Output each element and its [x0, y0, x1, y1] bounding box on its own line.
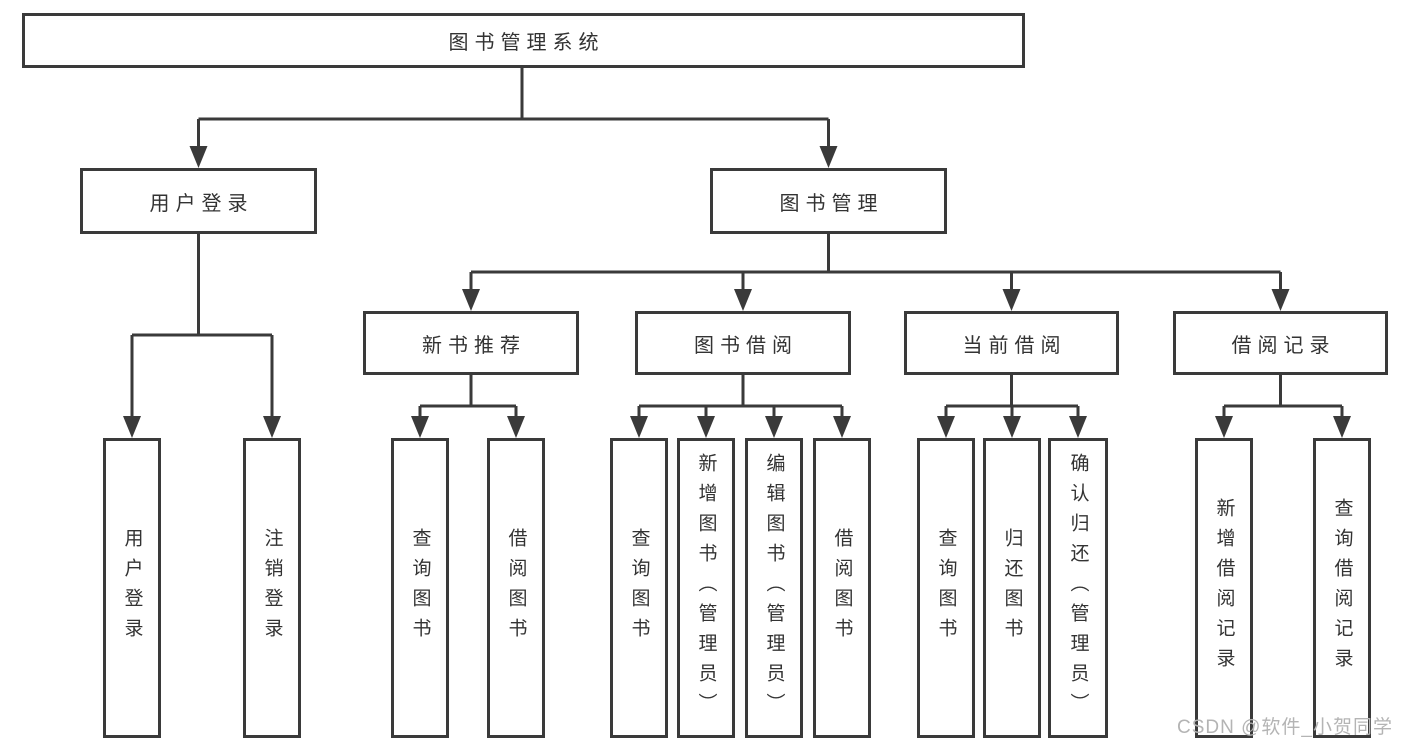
node-library-management-system: 图书管理系统 [22, 13, 1025, 68]
node-book-management: 图书管理 [710, 168, 947, 234]
leaf-borrow-book-recommend: 借阅图书 [487, 438, 545, 738]
leaf-label: 查询图书 [935, 528, 957, 648]
leaf-query-borrow-record: 查询借阅记录 [1313, 438, 1371, 738]
leaf-label: 查询借阅记录 [1331, 498, 1353, 678]
leaf-label: 注销登录 [261, 528, 283, 648]
node-label: 用户登录 [149, 192, 254, 215]
node-new-book-recommend: 新书推荐 [363, 311, 579, 375]
node-user-login: 用户登录 [80, 168, 317, 234]
leaf-borrow-book: 借阅图书 [813, 438, 871, 738]
csdn-watermark: CSDN @软件_小贺同学 [1177, 717, 1393, 738]
leaf-label: 查询图书 [409, 528, 431, 648]
node-current-borrow: 当前借阅 [904, 311, 1119, 375]
node-label: 借阅记录 [1231, 334, 1336, 357]
node-label: 图书管理 [779, 192, 884, 215]
node-label: 图书管理系统 [448, 32, 605, 54]
leaf-user-login: 用户登录 [103, 438, 161, 738]
leaf-query-book-borrow: 查询图书 [610, 438, 668, 738]
node-borrow-records: 借阅记录 [1173, 311, 1388, 375]
leaf-label: 用户登录 [121, 528, 143, 648]
leaf-label: 新增借阅记录 [1213, 498, 1235, 678]
leaf-add-book-admin: 新增图书（管理员） [677, 438, 735, 738]
leaf-query-book-current: 查询图书 [917, 438, 975, 738]
leaf-label: 借阅图书 [505, 528, 527, 648]
node-label: 图书借阅 [694, 334, 798, 357]
leaf-label: 编辑图书（管理员） [763, 453, 785, 723]
leaf-return-book: 归还图书 [983, 438, 1041, 738]
node-label: 当前借阅 [962, 334, 1067, 357]
node-label: 新书推荐 [422, 334, 526, 357]
leaf-label: 归还图书 [1001, 528, 1023, 648]
leaf-label: 确认归还（管理员） [1067, 453, 1089, 723]
node-book-borrow: 图书借阅 [635, 311, 851, 375]
leaf-label: 借阅图书 [831, 528, 853, 648]
leaf-label: 新增图书（管理员） [695, 453, 717, 723]
leaf-edit-book-admin: 编辑图书（管理员） [745, 438, 803, 738]
leaf-add-borrow-record: 新增借阅记录 [1195, 438, 1253, 738]
leaf-confirm-return-admin: 确认归还（管理员） [1048, 438, 1108, 738]
leaf-label: 查询图书 [628, 528, 650, 648]
leaf-query-book-recommend: 查询图书 [391, 438, 449, 738]
leaf-logout: 注销登录 [243, 438, 301, 738]
